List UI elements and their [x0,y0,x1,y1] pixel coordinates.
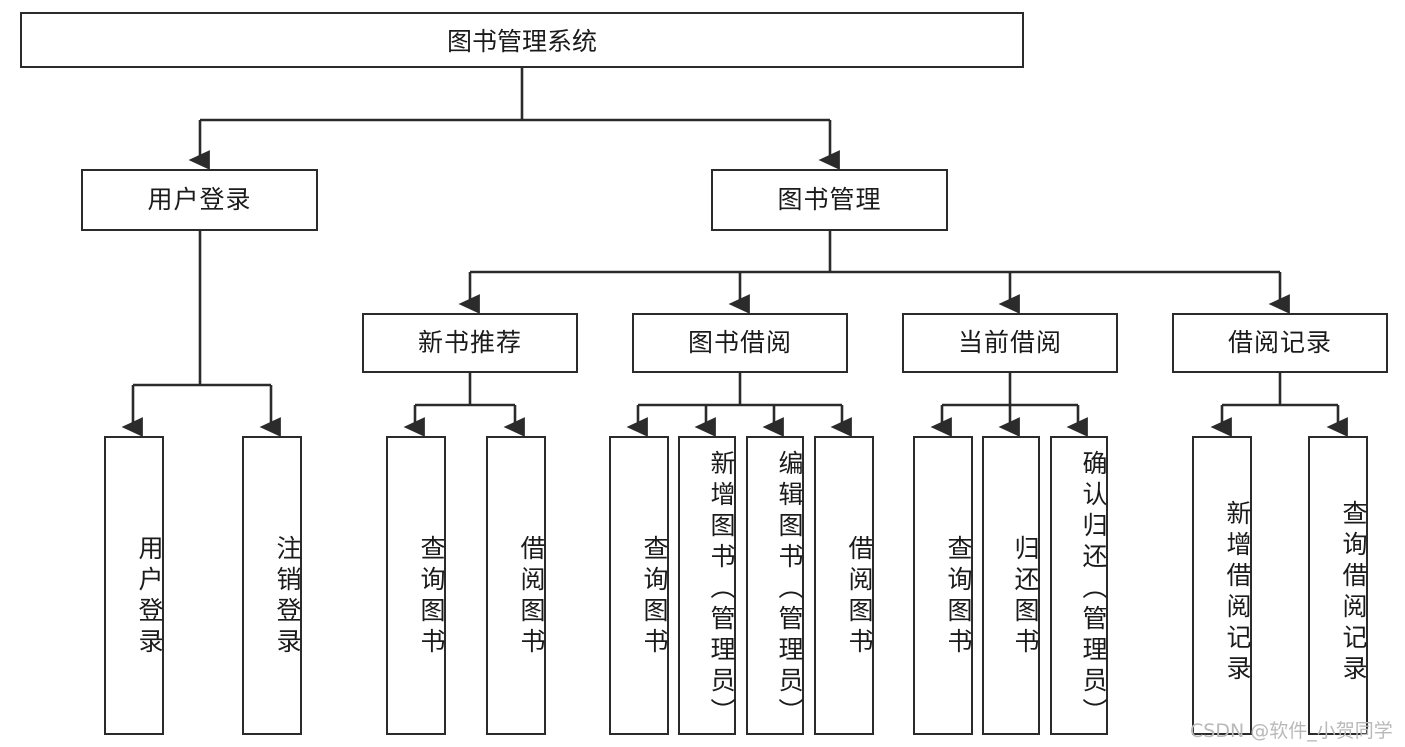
node-user-login[interactable]: 用户登录 [81,169,318,231]
leaf-confirm-return-admin[interactable]: 确认归还（管理员） [1050,436,1108,735]
leaf-edit-book-admin[interactable]: 编辑图书（管理员） [746,436,804,735]
node-root-system[interactable]: 图书管理系统 [20,12,1024,68]
node-borrow-records[interactable]: 借阅记录 [1172,313,1388,373]
leaf-query-book-borrow[interactable]: 查询图书 [609,436,669,735]
leaf-query-book-recommend[interactable]: 查询图书 [386,436,446,735]
leaf-query-book-current[interactable]: 查询图书 [913,436,973,735]
leaf-borrow-book-recommend[interactable]: 借阅图书 [486,436,546,735]
leaf-logout[interactable]: 注销登录 [242,436,302,735]
watermark-credit: CSDN @软件_小贺同学 [1190,720,1393,742]
leaf-borrow-book[interactable]: 借阅图书 [814,436,874,735]
node-book-management[interactable]: 图书管理 [711,169,948,231]
leaf-add-borrow-record[interactable]: 新增借阅记录 [1192,436,1252,735]
leaf-user-login[interactable]: 用户登录 [104,436,164,735]
node-new-book-recommend[interactable]: 新书推荐 [362,313,578,373]
node-book-borrow[interactable]: 图书借阅 [632,313,848,373]
leaf-query-borrow-record[interactable]: 查询借阅记录 [1308,436,1368,735]
leaf-add-book-admin[interactable]: 新增图书（管理员） [678,436,736,735]
node-current-borrow[interactable]: 当前借阅 [902,313,1118,373]
leaf-return-book[interactable]: 归还图书 [982,436,1040,735]
